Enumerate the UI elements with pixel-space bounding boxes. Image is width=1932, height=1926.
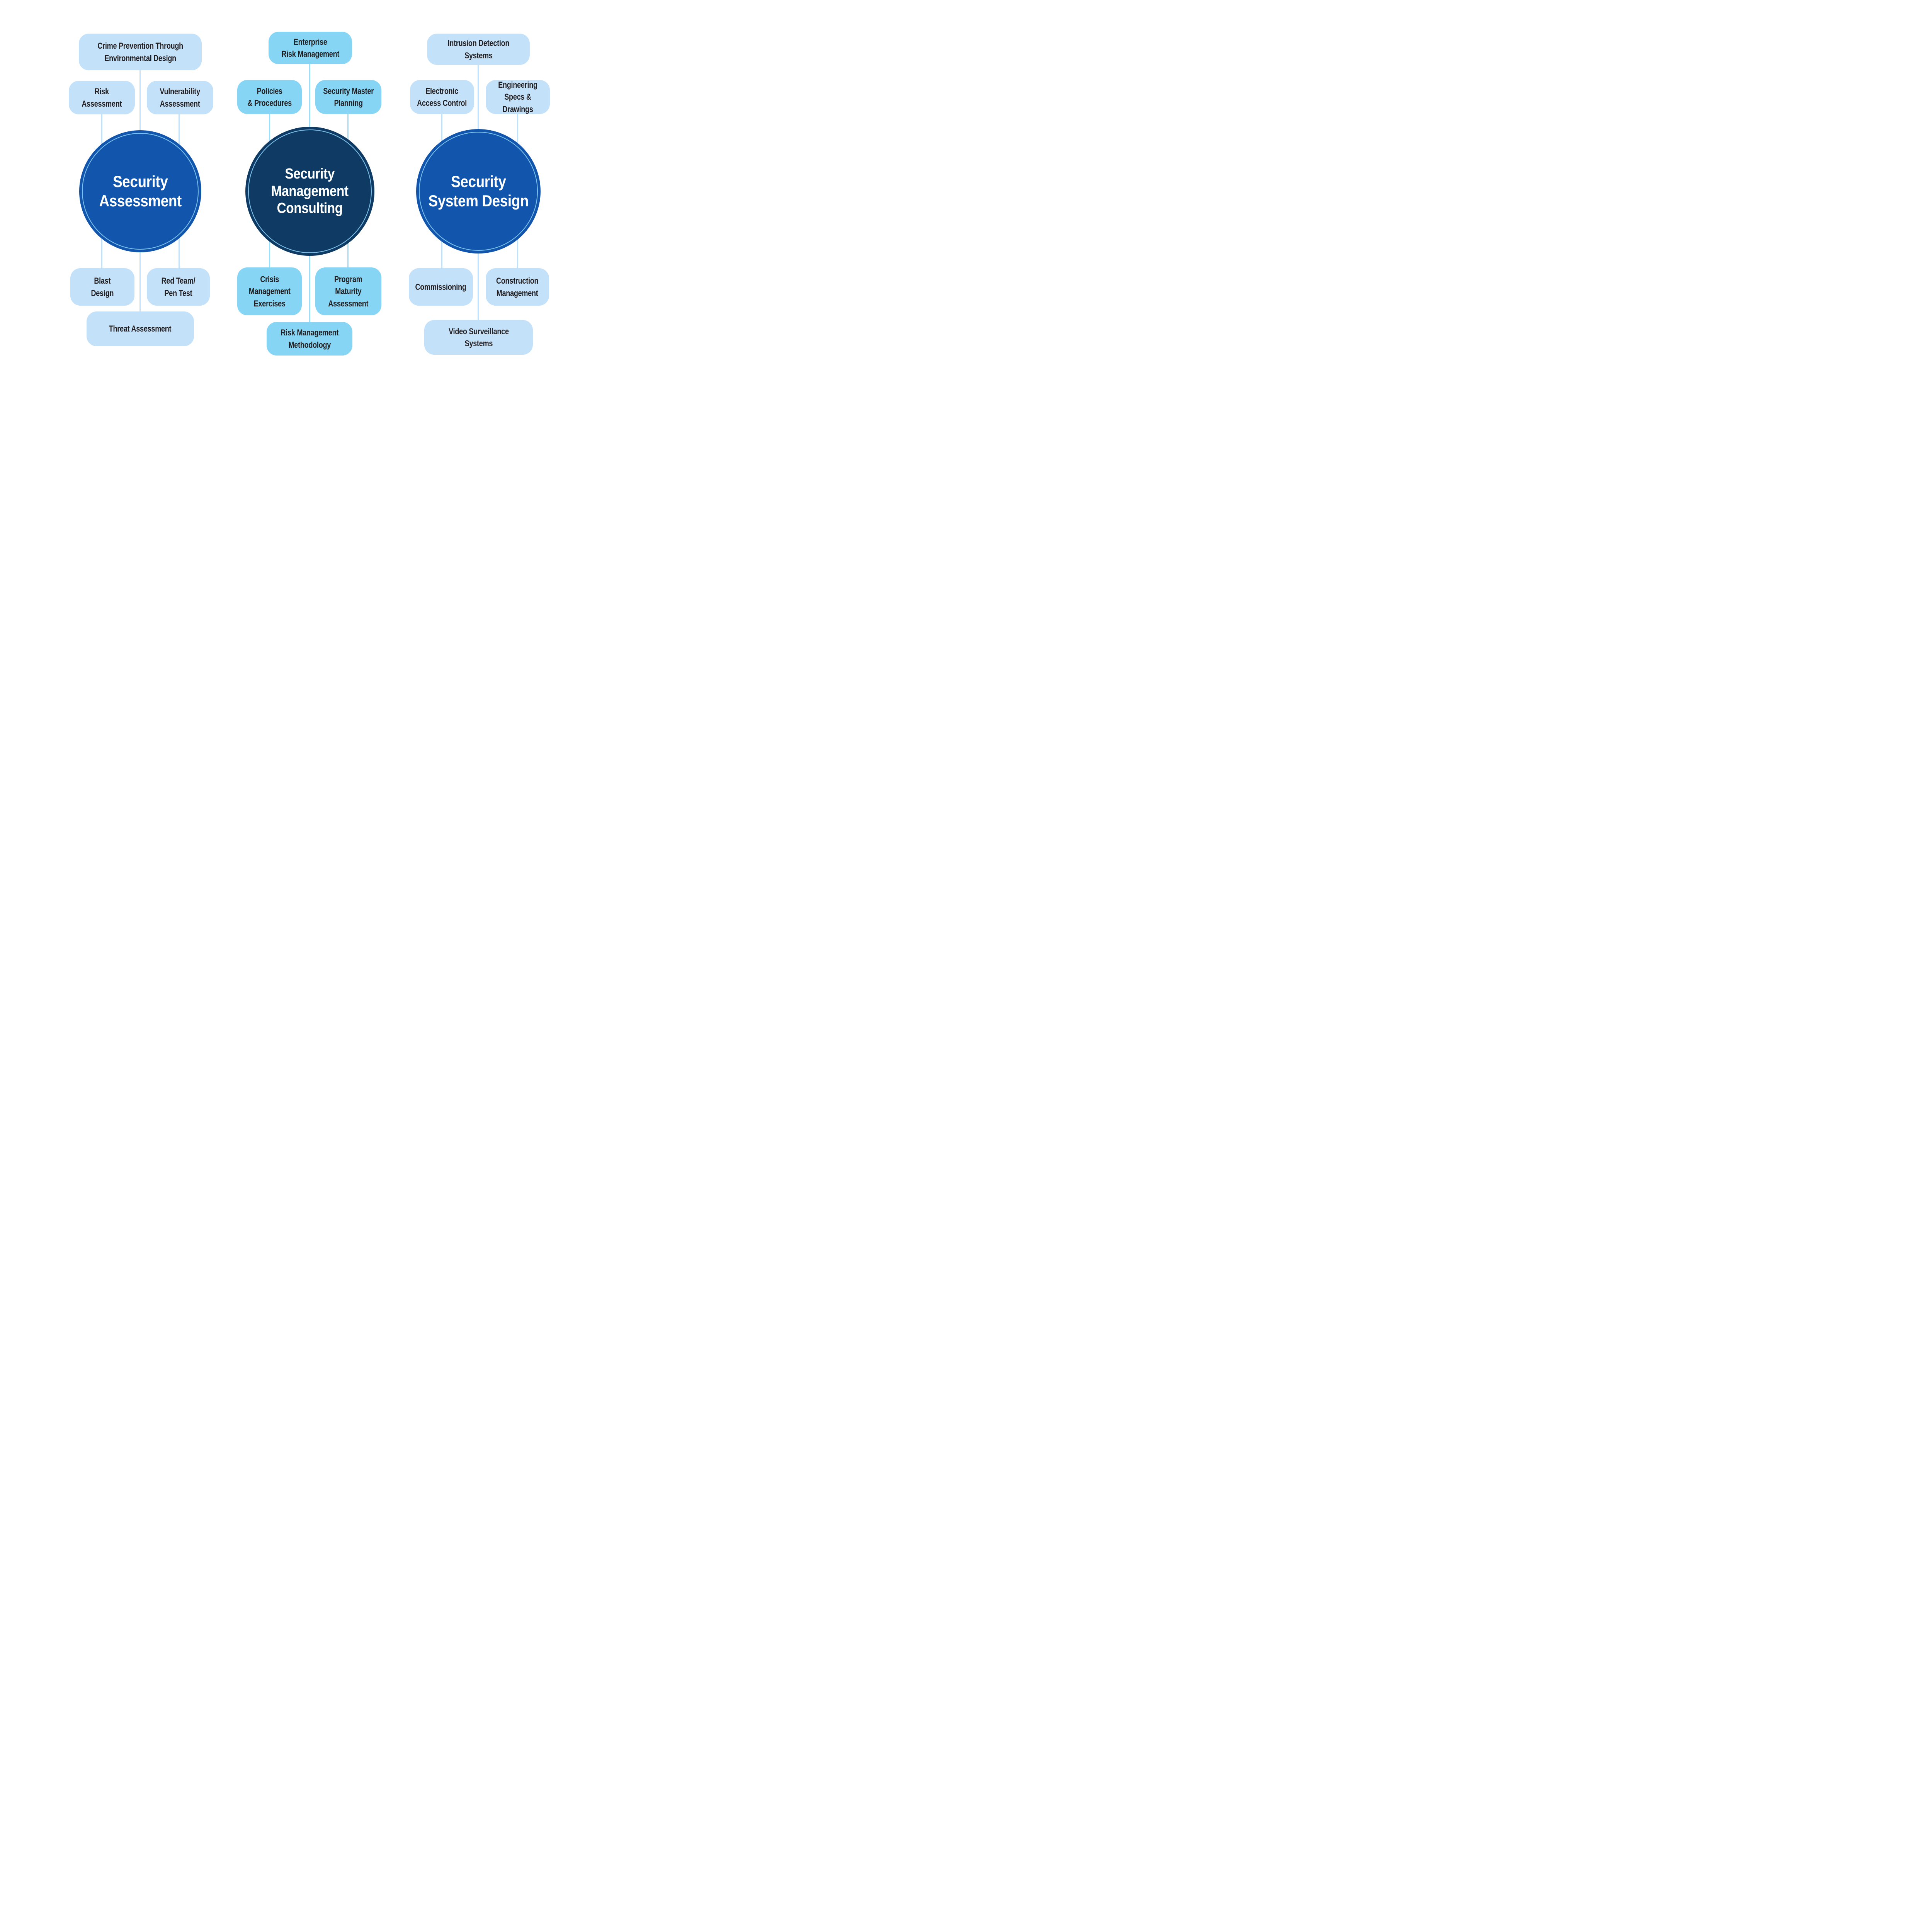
circle-title: Security Management Consulting <box>271 165 349 217</box>
box-risk-assessment: Risk Assessment <box>69 81 135 114</box>
box-label: Enterprise Risk Management <box>281 37 339 59</box>
box-threat-assessment: Threat Assessment <box>87 311 194 346</box>
box-label: Blast Design <box>91 276 114 298</box>
box-label: Electronic Access Control <box>417 86 467 108</box>
box-label: Crisis Management Exercises <box>248 274 291 308</box>
box-crisis-management-exercises: Crisis Management Exercises <box>237 267 302 315</box>
box-electronic-access-control: Electronic Access Control <box>410 80 474 114</box>
box-label: Risk Assessment <box>82 87 122 109</box>
box-label: Vulnerability Assessment <box>160 87 201 109</box>
box-label: Crime Prevention Through Environmental D… <box>97 41 183 63</box>
box-label: Commissioning <box>415 282 467 292</box>
circle-security-system-design: Security System Design <box>416 129 541 254</box>
box-construction-management: Construction Management <box>486 268 549 306</box>
box-label: Intrusion Detection Systems <box>447 38 509 60</box>
box-label: Program Maturity Assessment <box>328 274 369 308</box>
box-label: Threat Assessment <box>109 324 172 334</box>
box-red-team-pen-test: Red Team/ Pen Test <box>147 268 210 306</box>
box-engineering-specs-drawings: Engineering Specs & Drawings <box>486 80 550 114</box>
circle-security-management-consulting: Security Management Consulting <box>245 127 374 256</box>
box-label: Red Team/ Pen Test <box>161 276 196 298</box>
circle-title: Security Assessment <box>99 172 182 210</box>
box-label: Policies & Procedures <box>247 86 292 108</box>
box-label: Engineering Specs & Drawings <box>498 80 537 114</box>
circle-title: Security System Design <box>428 172 529 210</box>
box-security-master-planning: Security Master Planning <box>315 80 381 114</box>
box-risk-management-methodology: Risk Management Methodology <box>267 322 352 356</box>
box-label: Security Master Planning <box>323 86 374 108</box>
box-vulnerability-assessment: Vulnerability Assessment <box>147 81 213 114</box>
box-label: Construction Management <box>496 276 539 298</box>
box-commissioning: Commissioning <box>409 268 473 306</box>
box-crime-prevention: Crime Prevention Through Environmental D… <box>79 34 202 70</box>
box-label: Risk Management Methodology <box>281 328 338 350</box>
box-program-maturity-assessment: Program Maturity Assessment <box>315 267 381 315</box>
box-enterprise-risk-management: Enterprise Risk Management <box>269 32 352 64</box>
box-intrusion-detection-systems: Intrusion Detection Systems <box>427 34 530 65</box>
box-label: Video Surveillance Systems <box>448 326 509 348</box>
box-policies-procedures: Policies & Procedures <box>237 80 302 114</box>
box-video-surveillance-systems: Video Surveillance Systems <box>424 320 533 355</box>
services-diagram: Crime Prevention Through Environmental D… <box>0 0 618 385</box>
circle-security-assessment: Security Assessment <box>79 130 201 252</box>
box-blast-design: Blast Design <box>70 268 134 306</box>
